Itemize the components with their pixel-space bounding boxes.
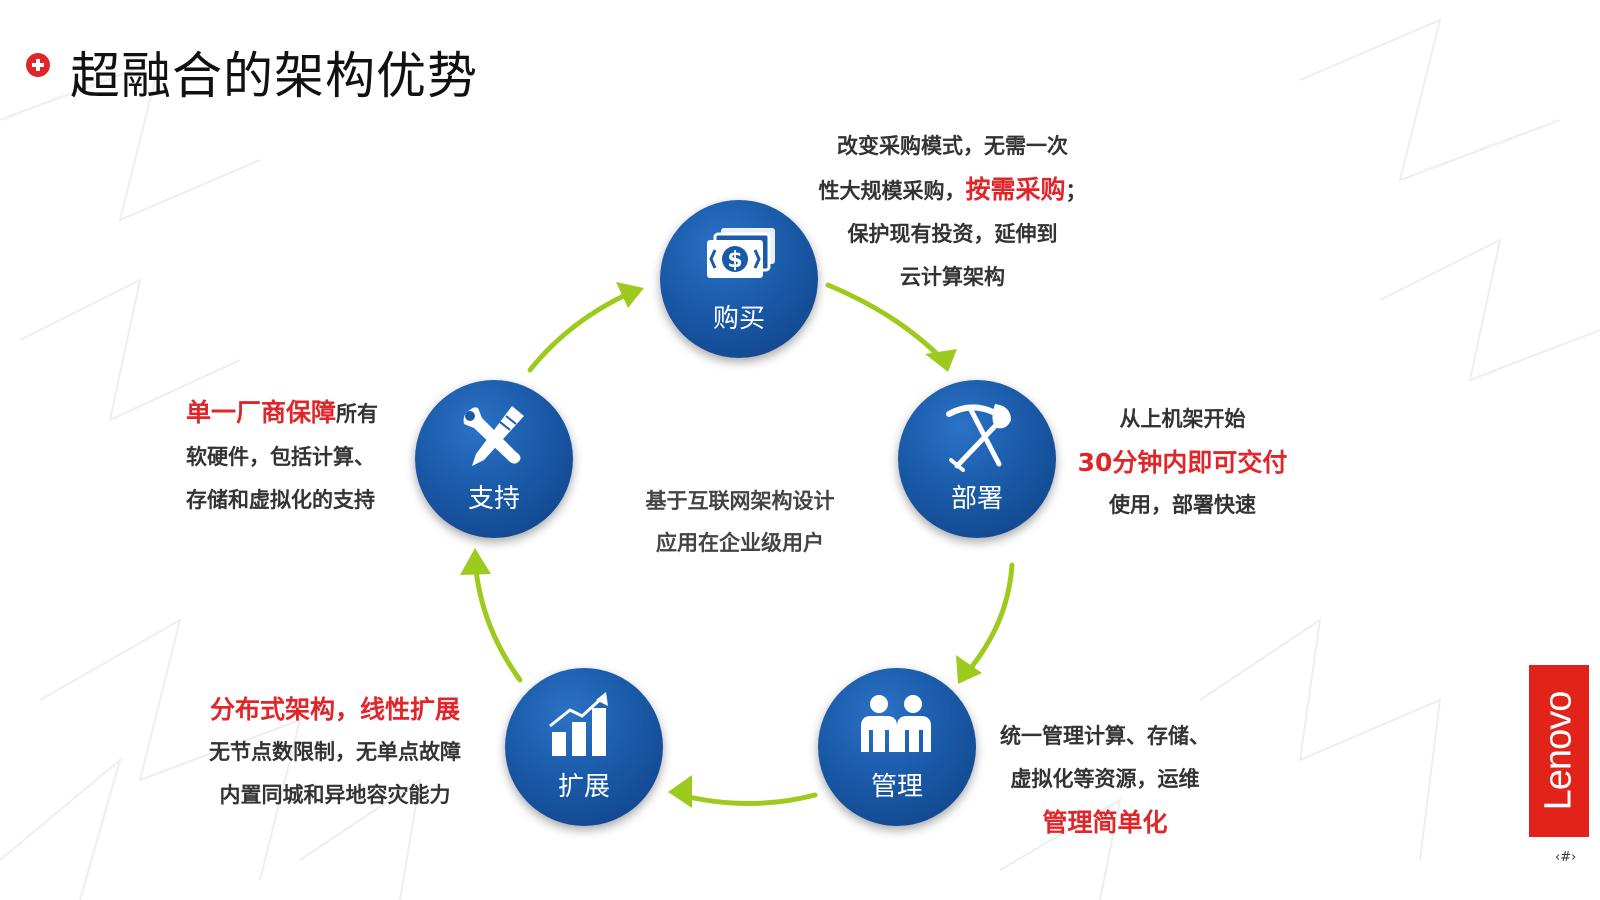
desc-expand: 分布式架构，线性扩展 无节点数限制，无单点故障 内置同城和异地容灾能力: [190, 688, 480, 817]
title-bullet-icon: [26, 53, 50, 77]
page-number: ‹#›: [1555, 850, 1577, 865]
desc-expand-line2: 无节点数限制，无单点故障: [209, 740, 461, 764]
people-icon: [861, 695, 931, 752]
lenovo-logo-text: Lenovo: [1537, 691, 1580, 811]
desc-buy-highlight: 按需采购: [965, 175, 1066, 204]
node-deploy[interactable]: 部署: [898, 380, 1056, 538]
desc-buy-line4: 云计算架构: [900, 265, 1005, 289]
arrowhead-support: [460, 548, 491, 575]
arrowhead-buy: [616, 282, 644, 308]
desc-buy-line2-post: ；: [1065, 179, 1087, 203]
node-manage-label: 管理: [870, 772, 923, 802]
svg-text:$: $: [727, 248, 742, 273]
arrowhead-expand: [668, 775, 692, 808]
center-caption-line1: 基于互联网架构设计: [645, 489, 835, 513]
desc-buy-line2-pre: 性大规模采购，: [818, 179, 966, 203]
desc-deploy-line3: 使用，部署快速: [1109, 493, 1256, 517]
node-buy-label: 购买: [712, 304, 765, 334]
center-caption: 基于互联网架构设计 应用在企业级用户: [620, 480, 860, 564]
desc-support: 单一厂商保障所有 软硬件，包括计算、 存储和虚拟化的支持: [186, 391, 416, 522]
money-icon: $: [707, 228, 775, 278]
node-expand-label: 扩展: [557, 772, 610, 802]
desc-buy-line1: 改变采购模式，无需一次: [837, 134, 1068, 158]
node-deploy-label: 部署: [950, 484, 1003, 514]
tools-icon: [463, 406, 524, 466]
desc-manage: 统一管理计算、存储、 虚拟化等资源，运维 管理简单化: [985, 715, 1225, 844]
node-expand[interactable]: 扩展: [505, 668, 663, 826]
node-buy[interactable]: $ 购买: [660, 200, 818, 358]
desc-deploy-line1: 从上机架开始: [1119, 407, 1246, 431]
node-support[interactable]: 支持: [415, 380, 573, 538]
desc-deploy: 从上机架开始 30分钟内即可交付 使用，部署快速: [1070, 398, 1295, 527]
desc-buy: 改变采购模式，无需一次 性大规模采购，按需采购； 保护现有投资，延伸到 云计算架…: [810, 125, 1095, 299]
desc-expand-line3: 内置同城和异地容灾能力: [219, 783, 451, 807]
arrow-deploy-to-manage: [962, 562, 1015, 678]
node-manage[interactable]: 管理: [818, 668, 976, 826]
desc-support-line2: 软硬件，包括计算、: [186, 445, 375, 469]
center-caption-line2: 应用在企业级用户: [656, 531, 824, 555]
desc-support-highlight: 单一厂商保障: [186, 398, 337, 427]
pickaxe-shovel-icon: [946, 404, 1011, 472]
desc-support-line1-post: 所有: [336, 402, 379, 426]
arrow-buy-to-deploy: [825, 282, 948, 365]
desc-expand-highlight: 分布式架构，线性扩展: [209, 695, 460, 724]
desc-support-line1: 单一厂商保障所有: [186, 391, 416, 436]
lenovo-logo: Lenovo: [1529, 665, 1589, 837]
desc-buy-line3: 保护现有投资，延伸到: [847, 222, 1058, 246]
arrow-expand-to-support: [472, 557, 523, 683]
desc-manage-line2: 虚拟化等资源，运维: [1010, 767, 1200, 791]
node-support-label: 支持: [467, 484, 520, 514]
desc-manage-highlight: 管理简单化: [1042, 808, 1168, 837]
page-title: 超融合的架构优势: [70, 47, 478, 105]
desc-support-line3: 存储和虚拟化的支持: [186, 488, 375, 512]
arrowhead-deploy: [925, 349, 957, 372]
growth-chart-icon: [549, 692, 608, 756]
arrow-support-to-buy: [527, 289, 635, 373]
arrow-manage-to-expand: [677, 792, 818, 806]
desc-manage-line1: 统一管理计算、存储、: [1000, 724, 1210, 748]
desc-deploy-highlight: 30分钟内即可交付: [1077, 448, 1288, 477]
desc-buy-line2: 性大规模采购，按需采购；: [810, 168, 1095, 213]
arrowhead-manage: [956, 655, 982, 684]
